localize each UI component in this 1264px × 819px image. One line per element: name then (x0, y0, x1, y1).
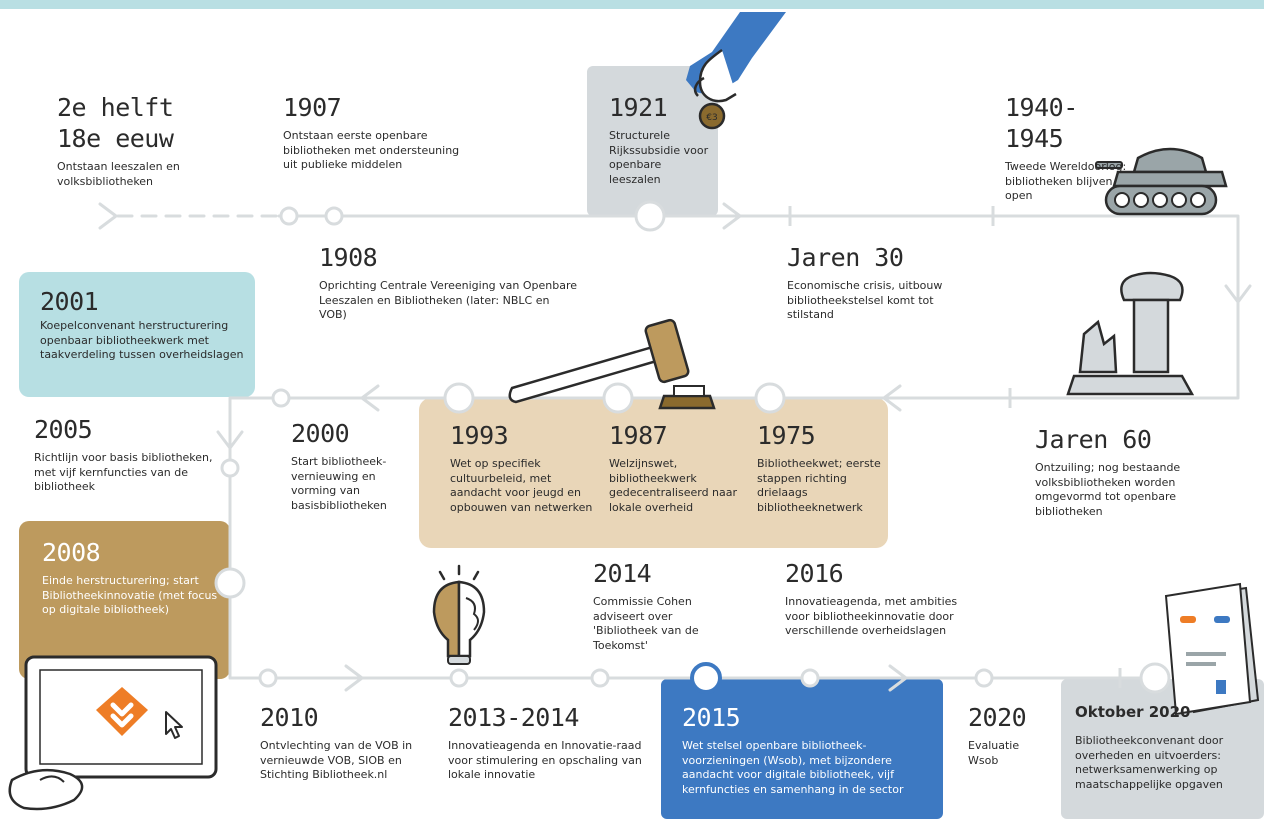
event-2e-helft-18e-eeuw: 2e helft 18e eeuw Ontstaan leeszalen en … (57, 92, 247, 189)
event-text: Evaluatie Wsob (968, 739, 1020, 767)
event-2008: 2008 Einde herstructurering; start Bibli… (42, 537, 222, 618)
event-year: 2e helft 18e eeuw (57, 93, 174, 153)
event-year: Jaren 30 (787, 243, 904, 272)
event-1907: 1907 Ontstaan eerste openbare bibliothek… (283, 92, 468, 173)
event-year: Oktober 2020 (1075, 703, 1191, 721)
gavel-illustration (508, 318, 716, 410)
event-text: Einde herstructurering; start Bibliothee… (42, 574, 218, 617)
event-text: Ontstaan eerste openbare bibliotheken me… (283, 129, 460, 172)
svg-text:€3: €3 (706, 113, 717, 123)
event-text: Ontstaan leeszalen en volksbibliotheken (57, 160, 180, 188)
event-year: 2000 (291, 419, 350, 448)
lightbulb-brain-illustration (432, 564, 486, 665)
node-2015 (690, 662, 722, 694)
event-text: Wet op specifiek cultuurbeleid, met aand… (450, 457, 593, 514)
event-2001: 2001 Koepelconvenant herstructurering op… (40, 286, 252, 363)
event-year: 2005 (34, 415, 93, 444)
event-text: Ontvlechting van de VOB in vernieuwde VO… (260, 739, 413, 782)
event-1987: 1987 Welzijnswet, bibliotheekwerk gedece… (609, 420, 744, 515)
event-year: 2010 (260, 703, 319, 732)
event-1940-1945: 1940-1945 Tweede Wereldoorlog: bibliothe… (1005, 92, 1135, 204)
top-band (0, 0, 1264, 9)
timeline-ticks (788, 206, 1122, 688)
event-2020: 2020 Evaluatie Wsob (968, 702, 1048, 768)
ruin-column-illustration (1066, 271, 1195, 396)
event-1921: 1921 Structurele Rijkssubsidie voor open… (609, 92, 709, 187)
event-year: 1987 (609, 421, 668, 450)
highlight-box-oktober-2020 (1061, 679, 1264, 819)
timeline-line (116, 214, 1240, 680)
timeline-nodes (214, 200, 1171, 694)
event-2013-2014: 2013-2014 Innovatieagenda en Innovatie-r… (448, 702, 643, 783)
event-year: 1975 (757, 421, 816, 450)
event-year: 1908 (319, 243, 378, 272)
event-text: Oprichting Centrale Vereeniging van Open… (319, 279, 578, 322)
event-year: 2014 (593, 559, 652, 588)
event-text: Wet stelsel openbare bibliotheek-voorzie… (682, 739, 904, 796)
event-2014: 2014 Commissie Cohen adviseert over 'Bib… (593, 558, 713, 653)
tank-illustration (1095, 147, 1228, 216)
event-text: Economische crisis, uitbouw bibliotheeks… (787, 279, 943, 322)
event-year: 1993 (450, 421, 509, 450)
event-text: Structurele Rijkssubsidie voor openbare … (609, 129, 709, 186)
event-2016: 2016 Innovatieagenda, met ambities voor … (785, 558, 985, 639)
event-text: Start bibliotheek-vernieuwing en vorming… (291, 455, 387, 512)
event-year: Jaren 60 (1035, 425, 1152, 454)
event-year: 1907 (283, 93, 342, 122)
event-text: Innovatieagenda en Innovatie-raad voor s… (448, 739, 642, 782)
highlight-box-1975-1993 (419, 398, 888, 548)
event-year: 1921 (609, 93, 668, 122)
event-2005: 2005 Richtlijn voor basis bibliotheken, … (34, 414, 224, 495)
hand-coin-illustration: €3 (686, 12, 786, 130)
event-1975: 1975 Bibliotheekwet; eerste stappen rich… (757, 420, 882, 515)
event-text: Commissie Cohen adviseert over 'Biblioth… (593, 595, 699, 652)
event-text: Bibliotheekwet; eerste stappen richting … (757, 457, 881, 514)
event-year: 2016 (785, 559, 844, 588)
highlight-box-2008 (19, 521, 230, 679)
event-2015: 2015 Wet stelsel openbare bibliotheek-vo… (682, 702, 937, 797)
event-text: Tweede Wereldoorlog: bibliotheken blijve… (1005, 160, 1127, 203)
event-year: 2001 (40, 287, 99, 316)
event-jaren-30: Jaren 30 Economische crisis, uitbouw bib… (787, 242, 977, 323)
event-year: 2008 (42, 538, 101, 567)
event-text: Bibliotheekconvenant door overheden en u… (1075, 734, 1224, 791)
event-year: 1940-1945 (1005, 93, 1078, 153)
highlight-box-2001 (19, 272, 255, 397)
event-year: 2013-2014 (448, 703, 579, 732)
highlight-box-1921 (587, 66, 718, 216)
highlight-box-2015 (661, 679, 943, 819)
event-jaren-60: Jaren 60 Ontzuiling; nog bestaande volks… (1035, 424, 1225, 519)
event-text: Koepelconvenant herstructurering openbaa… (40, 319, 244, 362)
event-2010: 2010 Ontvlechting van de VOB in vernieuw… (260, 702, 440, 783)
event-1908: 1908 Oprichting Centrale Vereeniging van… (319, 242, 579, 323)
event-oktober-2020: Oktober 2020 Bibliotheekconvenant door o… (1075, 702, 1255, 792)
event-2000: 2000 Start bibliotheek-vernieuwing en vo… (291, 418, 421, 513)
event-text: Richtlijn voor basis bibliotheken, met v… (34, 451, 213, 494)
event-1993: 1993 Wet op specifiek cultuurbeleid, met… (450, 420, 595, 515)
event-text: Ontzuiling; nog bestaande volksbibliothe… (1035, 461, 1181, 518)
convenant-booklet-illustration (1164, 582, 1260, 716)
laptop-illustration (8, 655, 218, 811)
event-year: 2020 (968, 703, 1027, 732)
event-text: Welzijnswet, bibliotheekwerk gedecentral… (609, 457, 738, 514)
event-text: Innovatieagenda, met ambities voor bibli… (785, 595, 958, 638)
direction-arrows (98, 202, 1252, 692)
event-year: 2015 (682, 703, 741, 732)
